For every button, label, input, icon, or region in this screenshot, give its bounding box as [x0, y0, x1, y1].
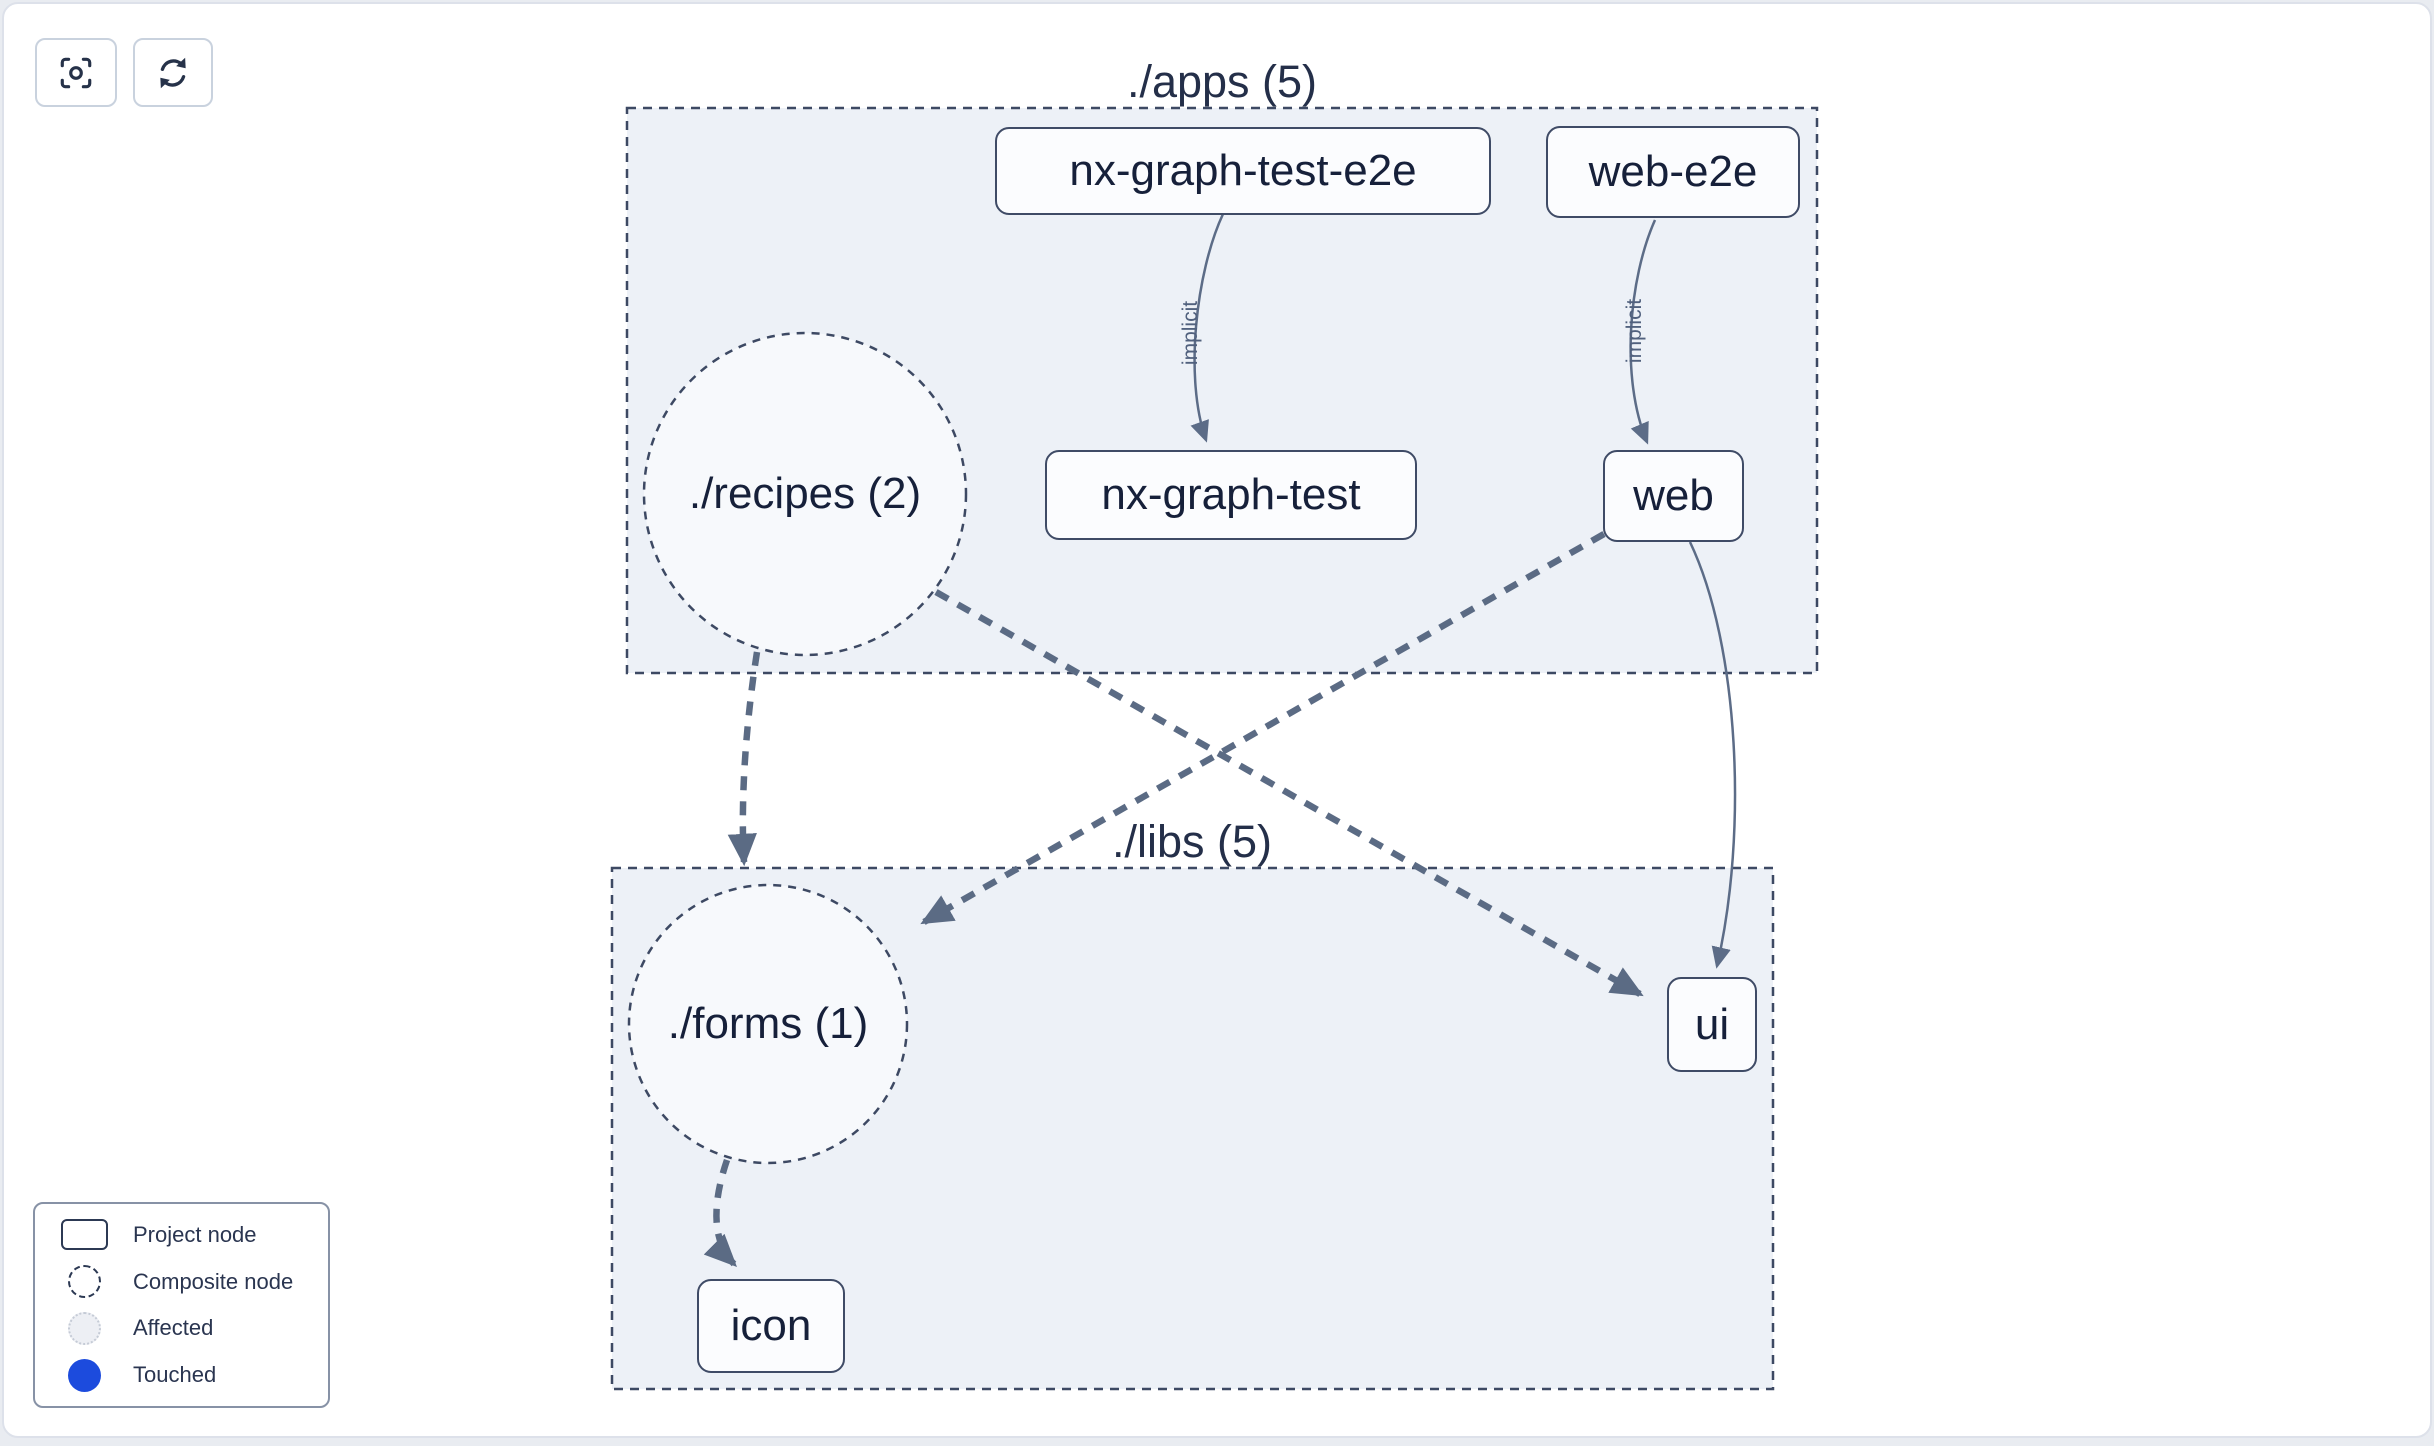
project-node-icon[interactable]: icon — [697, 1279, 845, 1373]
touched-swatch — [67, 1358, 101, 1392]
cluster-libs-title: ./libs (5) — [1111, 816, 1273, 867]
project-node-web-e2e[interactable]: web-e2e — [1546, 126, 1800, 218]
project-node-web[interactable]: web — [1603, 450, 1744, 542]
composite-node-swatch — [67, 1265, 101, 1299]
edge-label-implicit-1: implicit — [1179, 300, 1202, 366]
composite-node-recipes-label[interactable]: ./recipes (2) — [688, 469, 922, 518]
focus-icon — [57, 54, 95, 92]
project-node-swatch — [60, 1219, 108, 1251]
cluster-apps-title: ./apps (5) — [1126, 56, 1318, 107]
legend-label: Affected — [133, 1315, 214, 1341]
edge-web-e2e-to-web[interactable] — [1629, 219, 1657, 445]
edge-recipes-to-forms[interactable] — [727, 651, 761, 867]
legend-item-affected: Affected — [35, 1306, 328, 1350]
project-node-nx-graph-test[interactable]: nx-graph-test — [1045, 450, 1417, 540]
edge-forms-to-icon[interactable] — [703, 1158, 737, 1267]
legend-item-touched: Touched — [35, 1353, 328, 1397]
edge-recipes-to-ui[interactable] — [934, 589, 1644, 997]
project-node-ui[interactable]: ui — [1667, 977, 1757, 1072]
refresh-button[interactable] — [133, 38, 213, 107]
graph-toolbar — [35, 38, 213, 107]
edge-web-to-forms[interactable] — [920, 531, 1606, 925]
legend-label: Composite node — [133, 1268, 294, 1294]
refresh-icon — [154, 54, 192, 92]
legend-item-composite-node: Composite node — [35, 1260, 328, 1304]
composite-node-forms-label[interactable]: ./forms (1) — [667, 999, 869, 1048]
node-label: ui — [1694, 999, 1730, 1049]
edge-web-to-ui[interactable] — [1688, 541, 1737, 969]
edge-nx-graph-test-e2e-to-nx-graph-test[interactable] — [1190, 213, 1225, 443]
node-label: web-e2e — [1588, 147, 1758, 196]
composite-node-forms-circle[interactable] — [627, 883, 909, 1165]
project-node-nx-graph-test-e2e[interactable]: nx-graph-test-e2e — [995, 127, 1491, 215]
focus-button[interactable] — [35, 38, 117, 107]
edge-label-implicit-2: implicit — [1623, 298, 1646, 364]
legend-item-project-node: Project node — [35, 1213, 328, 1257]
legend-label: Touched — [133, 1362, 217, 1388]
legend: Project node Composite node Affected Tou… — [33, 1202, 330, 1408]
affected-swatch — [67, 1311, 101, 1345]
node-label: nx-graph-test — [1101, 470, 1361, 519]
node-label: web — [1633, 471, 1714, 520]
node-label: icon — [730, 1301, 812, 1350]
composite-node-recipes-circle[interactable] — [642, 331, 968, 657]
legend-label: Project node — [133, 1221, 257, 1247]
node-label: nx-graph-test-e2e — [1069, 146, 1417, 195]
